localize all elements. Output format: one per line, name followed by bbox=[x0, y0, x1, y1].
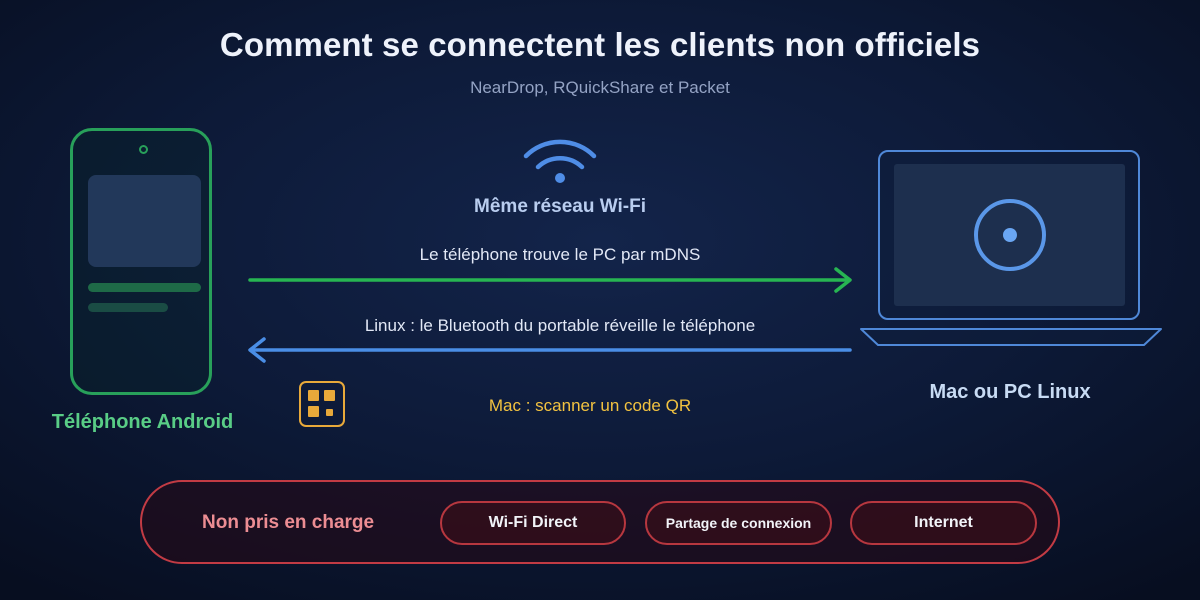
unsupported-item-internet: Internet bbox=[850, 501, 1037, 545]
phone-camera bbox=[139, 145, 148, 154]
android-phone-icon bbox=[70, 128, 212, 395]
mdns-discovery-label: Le téléphone trouve le PC par mDNS bbox=[419, 245, 701, 264]
laptop-label: Mac ou PC Linux bbox=[929, 381, 1091, 403]
phone-label: Téléphone Android bbox=[51, 411, 234, 433]
laptop-screen bbox=[894, 164, 1125, 306]
qr-label: Mac : scanner un code QR bbox=[488, 396, 692, 415]
unsupported-item-wifi-direct: Wi-Fi Direct bbox=[440, 501, 626, 545]
qr-code-icon bbox=[299, 381, 345, 427]
arrow-to-laptop bbox=[248, 267, 852, 293]
flow-arrows bbox=[248, 267, 852, 363]
laptop-base bbox=[860, 328, 1162, 346]
target-dot bbox=[1003, 228, 1017, 242]
network-label: Même réseau Wi-Fi bbox=[474, 196, 646, 217]
unsupported-item-hotspot: Partage de connexion bbox=[645, 501, 832, 545]
wifi-icon bbox=[523, 139, 597, 183]
arrow-to-phone bbox=[248, 337, 852, 363]
target-icon bbox=[974, 199, 1046, 271]
page-title: Comment se connectent les clients non of… bbox=[219, 26, 981, 63]
laptop-icon bbox=[878, 150, 1140, 320]
page-subtitle: NearDrop, RQuickShare et Packet bbox=[470, 78, 730, 97]
phone-screen bbox=[88, 175, 201, 267]
phone-content-bar bbox=[88, 283, 201, 292]
unsupported-panel: Non pris en charge Wi-Fi Direct Partage … bbox=[140, 480, 1060, 564]
bluetooth-wake-label: Linux : le Bluetooth du portable réveill… bbox=[364, 316, 756, 335]
phone-content-bar bbox=[88, 303, 168, 312]
unsupported-label: Non pris en charge bbox=[202, 512, 375, 533]
